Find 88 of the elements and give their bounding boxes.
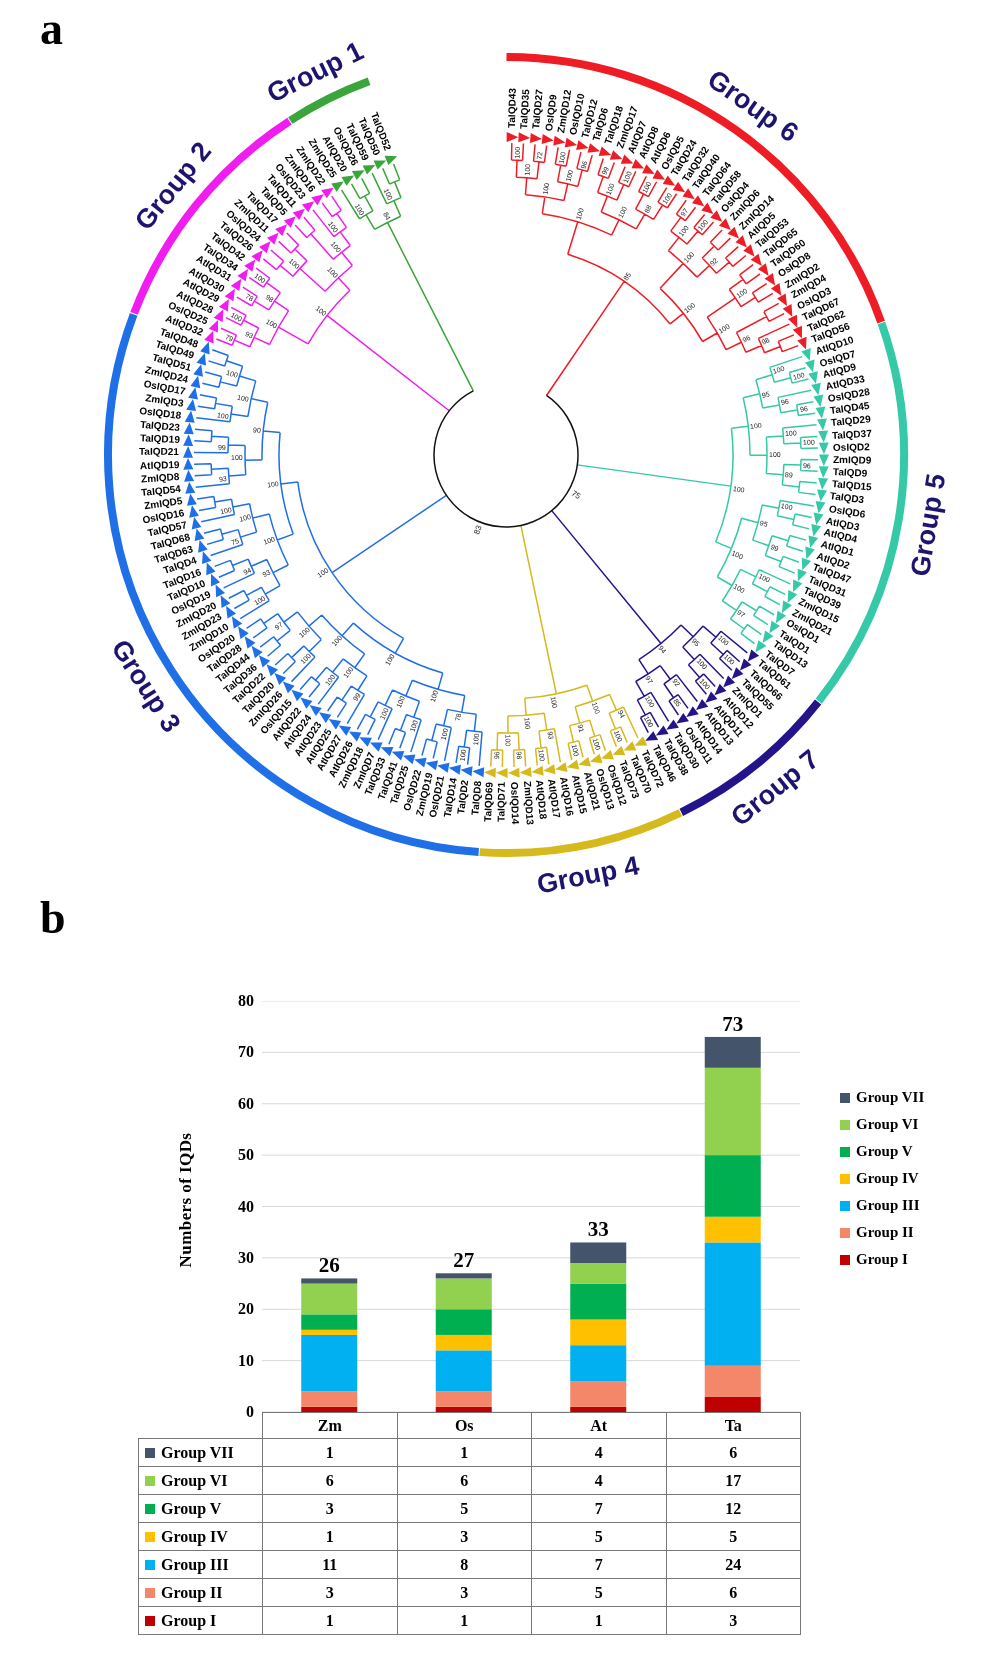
row-label: Group II: [161, 1582, 223, 1603]
gene-label: TaIQD15: [831, 478, 872, 493]
table-cell: 5: [397, 1494, 532, 1523]
table-header-cell: Ta: [666, 1412, 801, 1439]
table-cell: 12: [666, 1494, 801, 1523]
table-cell: 4: [531, 1438, 666, 1467]
table-cell: 1: [262, 1438, 397, 1467]
total-label: 33: [587, 1217, 609, 1242]
axis-title: Numbers of IQDs: [176, 1132, 196, 1268]
table-cell: 3: [262, 1578, 397, 1607]
gene-label: TaIQD43: [506, 88, 519, 129]
axis-tick-label: 60: [237, 1094, 254, 1113]
table-cell: 5: [531, 1578, 666, 1607]
legend-label: Group VI: [856, 1115, 919, 1134]
gene-label: OsIQD14: [508, 781, 522, 825]
legend-label: Group III: [856, 1196, 920, 1215]
table-cell: 11: [262, 1550, 397, 1579]
table-cell: 6: [397, 1466, 532, 1495]
legend-label: Group IV: [856, 1169, 919, 1188]
clade-label: Group 4: [534, 850, 643, 900]
axis-tick-label: 0: [245, 1403, 254, 1421]
gene-label: TaIQD27: [530, 89, 546, 130]
axis-tick-label: 40: [237, 1197, 254, 1216]
axis-tick-label: 30: [237, 1248, 254, 1267]
gene-label: TaIQD71: [495, 781, 509, 822]
table-cell: 6: [262, 1466, 397, 1495]
gene-label: OsIQD2: [832, 440, 870, 454]
gene-label: ZmIQD13: [520, 780, 536, 826]
table-cell: 4: [531, 1466, 666, 1495]
table-cell: 1: [397, 1606, 532, 1635]
legend-label: Group II: [856, 1223, 914, 1242]
axis-tick-label: 80: [237, 992, 254, 1010]
table-cell: 7: [531, 1494, 666, 1523]
table-cell: 7: [531, 1550, 666, 1579]
table-cell: 1: [262, 1522, 397, 1551]
total-label: 73: [722, 1011, 744, 1036]
gene-label: TaIQD8: [468, 780, 484, 816]
table-header-cell: At: [531, 1412, 666, 1439]
row-label: Group III: [161, 1554, 229, 1575]
table-cell: 17: [666, 1466, 801, 1495]
row-label: Group I: [161, 1610, 217, 1631]
table-cell: 1: [531, 1606, 666, 1635]
axis-tick-label: 70: [237, 1043, 254, 1062]
table-cell: 1: [397, 1438, 532, 1467]
table-cell: 3: [666, 1606, 801, 1635]
table-cell: 6: [666, 1578, 801, 1607]
gene-label: TaIQD69: [482, 781, 496, 822]
gene-label: TaIQD19: [139, 432, 180, 447]
panel-label: b: [40, 893, 66, 943]
table-cell: 1: [262, 1606, 397, 1635]
legend-label: Group I: [856, 1250, 908, 1269]
gene-label: TaIQD3: [829, 490, 866, 506]
total-label: 26: [318, 1253, 340, 1278]
table-cell: 3: [397, 1522, 532, 1551]
row-label: Group IV: [161, 1526, 228, 1547]
total-label: 27: [453, 1248, 475, 1273]
table-cell: 5: [666, 1522, 801, 1551]
bootstrap-value: 75: [569, 489, 582, 501]
table-cell: 24: [666, 1550, 801, 1579]
gene-label: AtIQD18: [533, 779, 549, 821]
legend-label: Group VII: [856, 1088, 925, 1107]
axis-tick-label: 50: [237, 1146, 254, 1165]
gene-label: ZmIQD9: [832, 453, 872, 467]
axis-tick-label: 20: [237, 1300, 254, 1319]
row-label: Group V: [161, 1498, 222, 1519]
table-cell: 5: [531, 1522, 666, 1551]
table-cell: 3: [262, 1494, 397, 1523]
row-label: Group VII: [161, 1442, 234, 1463]
table-cell: 6: [666, 1438, 801, 1467]
gene-label: TaIQD21: [139, 446, 180, 459]
legend-label: Group V: [856, 1142, 913, 1161]
clade-label: Group 1: [262, 35, 369, 109]
gene-label: TaIQD29: [830, 413, 872, 429]
table-header-cell: Os: [397, 1412, 532, 1439]
gene-label: TaIQD37: [832, 427, 873, 442]
table-cell: 8: [397, 1550, 532, 1579]
panel-label: a: [40, 4, 63, 54]
axis-tick-label: 10: [237, 1351, 254, 1370]
gene-label: TaIQD23: [139, 418, 181, 434]
gene-label: TaIQD35: [518, 88, 532, 129]
bootstrap-value: 83: [473, 525, 484, 537]
gene-label: ZmIQD8: [141, 470, 181, 485]
table-header-cell: Zm: [262, 1412, 397, 1439]
gene-label: TaIQD9: [832, 466, 868, 480]
clade-label: Group 5: [904, 471, 952, 579]
gene-label: AtIQD19: [139, 458, 180, 472]
row-label: Group VI: [161, 1470, 228, 1491]
table-cell: 3: [397, 1578, 532, 1607]
